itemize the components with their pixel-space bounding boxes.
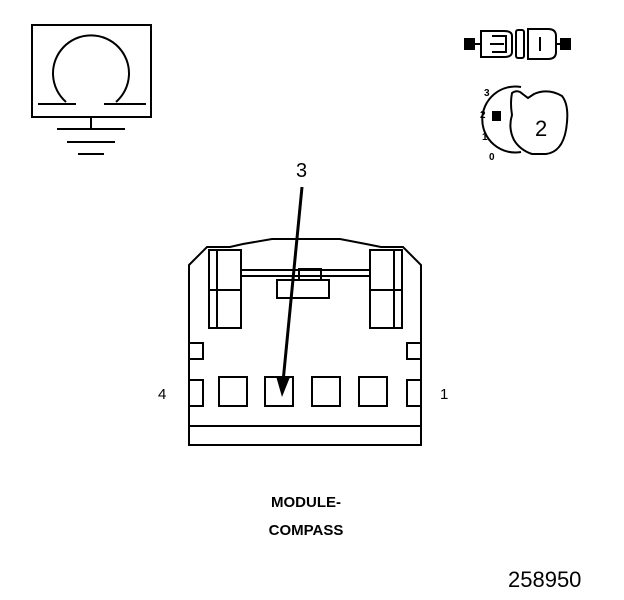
cavity-4	[218, 376, 248, 407]
cavity-1	[358, 376, 388, 407]
tab-number-label: 2	[535, 116, 548, 141]
figure-number: 258950	[508, 567, 582, 592]
position-label-3: 3	[484, 88, 490, 99]
pointer-arrow	[276, 186, 304, 397]
pin-label-right: 1	[440, 386, 449, 403]
position-label-2: 2	[480, 110, 486, 121]
connector-halves-icon	[464, 28, 571, 60]
position-label-0: 0	[489, 152, 495, 163]
position-label-1: 1	[482, 132, 488, 143]
ground-omega-icon	[31, 24, 152, 155]
title-line-1: MODULE-	[271, 494, 341, 511]
terminal-cavities	[218, 376, 388, 407]
title-line-2: COMPASS	[268, 522, 344, 539]
lock-tab-icon	[481, 85, 569, 155]
pointer-label: 3	[296, 160, 308, 182]
connector-face	[188, 238, 422, 446]
cavity-2	[311, 376, 341, 407]
pin-label-left: 4	[158, 386, 167, 403]
